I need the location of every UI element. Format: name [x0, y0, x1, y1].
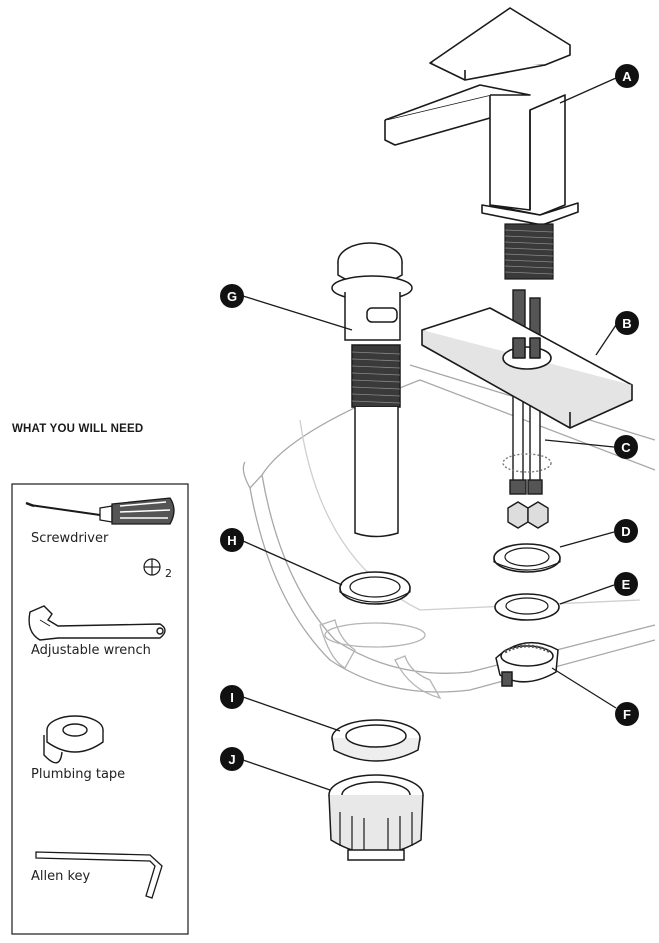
leader-lines [242, 77, 617, 791]
callout-e: E [614, 572, 638, 596]
tool-label-wrench: Adjustable wrench [31, 643, 151, 658]
svg-text:H: H [227, 533, 236, 548]
callout-j: J [220, 747, 244, 771]
svg-text:I: I [230, 690, 234, 705]
faucet-body [384, 7, 579, 226]
svg-text:A: A [622, 69, 632, 84]
tools-box [11, 483, 189, 935]
lock-nut-j [328, 774, 424, 861]
tool-label-allen-key: Allen key [31, 869, 91, 884]
tool-label-screwdriver: Screwdriver [31, 531, 109, 546]
svg-text:J: J [228, 752, 235, 767]
deck-plate [421, 307, 633, 429]
phillips-screw-icon [143, 558, 161, 576]
cone-washer-i [331, 719, 421, 762]
callout-f: F [615, 702, 639, 726]
allen-key-icon [35, 851, 163, 899]
callout-b: B [615, 311, 639, 335]
faucet-threaded-shank [504, 223, 554, 280]
callout-i: I [220, 685, 244, 709]
wrench-icon [28, 605, 166, 641]
supply-lines [502, 289, 552, 529]
svg-text:D: D [621, 524, 630, 539]
gasket-e [494, 593, 560, 621]
screwdriver-icon [25, 497, 175, 525]
callout-h: H [220, 528, 244, 552]
svg-text:F: F [623, 707, 631, 722]
tool-label-tape: Plumbing tape [31, 767, 126, 782]
svg-text:G: G [227, 289, 237, 304]
tape-icon [43, 715, 104, 764]
svg-text:C: C [621, 440, 631, 455]
tools-heading: WHAT YOU WILL NEED [12, 423, 144, 435]
mounting-nut [495, 641, 559, 687]
drain-gasket-h [339, 571, 411, 605]
callout-g: G [220, 284, 244, 308]
screw-size-label: 2 [165, 567, 172, 580]
pop-up-drain [331, 242, 413, 538]
gasket-d [493, 543, 561, 573]
svg-text:B: B [622, 316, 631, 331]
callout-c: C [614, 435, 638, 459]
callout-a: A [615, 64, 639, 88]
callout-d: D [614, 519, 638, 543]
svg-text:E: E [622, 577, 631, 592]
